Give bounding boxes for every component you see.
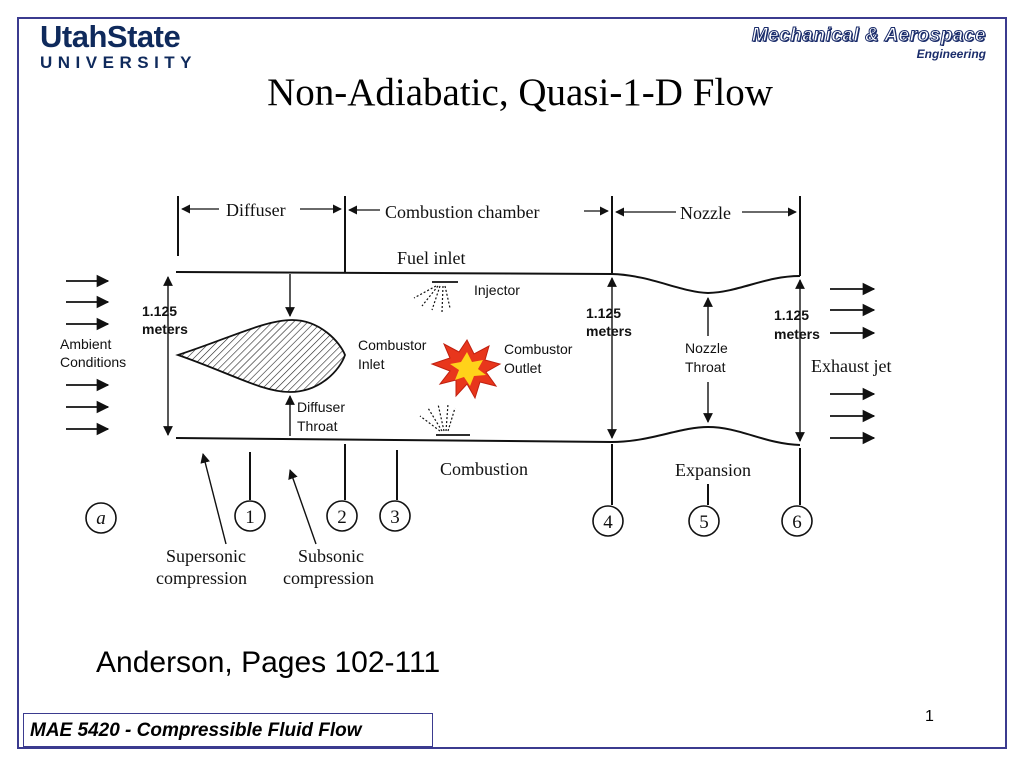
flame-core [450,352,486,386]
station-5-label: 5 [699,512,709,533]
height-label-chamber-value: 1.125 [586,305,621,321]
height-label-chamber-unit: meters [586,323,632,339]
usu-logo-line1: UtahState [40,19,181,54]
ambient-label-2: Conditions [60,354,126,370]
height-label-exit-unit: meters [774,326,820,342]
diffuser-throat-label-2: Throat [297,418,338,434]
height-label-inlet-value: 1.125 [142,303,177,319]
station-3-label: 3 [390,507,400,528]
section-label-nozzle: Nozzle [680,203,731,223]
section-label-combustion-chamber: Combustion chamber [385,202,539,222]
subsonic-label-2: compression [283,568,374,588]
combustion-label: Combustion [440,459,528,479]
subsonic-label-1: Subsonic [298,546,364,566]
page-number: 1 [925,708,934,725]
station-3-circle [379,500,411,532]
outflow-arrows [830,282,876,445]
combustor-outlet-label-2: Outlet [504,360,541,376]
supersonic-pointer [200,453,227,545]
supersonic-label-1: Supersonic [166,546,246,566]
duct-top-wall [175,271,801,295]
expansion-label: Expansion [675,460,751,480]
mae-logo-line2: Engineering [916,47,986,61]
usu-logo-line2: UNIVERSITY [40,53,198,72]
inflow-arrows [66,274,110,436]
injector-label: Injector [474,282,520,298]
station-6-label: 6 [792,512,802,533]
injector-bottom [419,403,470,436]
height-label-exit-value: 1.125 [774,307,809,323]
diffuser-centerbody [175,319,346,393]
usu-logo: UtahState UNIVERSITY [40,19,198,74]
mae-logo-line1: Mechanical & Aerospace [751,25,986,47]
ambient-label-1: Ambient [60,336,111,352]
station-4-circle [592,505,624,537]
course-footer: MAE 5420 - Compressible Fluid Flow [23,713,433,747]
combustor-inlet-label-1: Combustor [358,337,427,353]
combustor-inlet-label-2: Inlet [358,356,385,372]
nozzle-throat-label-1: Nozzle [685,340,728,356]
diffuser-throat-label-1: Diffuser [297,399,345,415]
station-6-circle [781,505,813,537]
slide-frame [17,17,1007,749]
duct-bottom-wall [175,425,801,446]
station-5-circle [688,505,720,537]
station-2-circle [326,500,358,532]
slide-title: Non-Adiabatic, Quasi-1-D Flow [267,71,773,114]
section-label-diffuser: Diffuser [226,200,286,220]
station-a-circle [85,502,117,534]
exhaust-jet-label: Exhaust jet [811,356,891,376]
mae-logo: Mechanical & Aerospace Engineering [751,25,986,62]
station-4-label: 4 [603,512,613,533]
reference-text: Anderson, Pages 102-111 [96,646,441,679]
station-1-circle [234,500,266,532]
injector-top [413,281,458,313]
subsonic-pointer [288,469,317,545]
station-2-label: 2 [337,507,347,528]
combustor-outlet-label-1: Combustor [504,341,573,357]
station-1-label: 1 [245,507,255,528]
nozzle-throat-label-2: Throat [685,359,726,375]
supersonic-label-2: compression [156,568,247,588]
station-a-label: a [96,508,106,529]
fuel-inlet-label: Fuel inlet [397,248,466,268]
height-label-inlet-unit: meters [142,321,188,337]
